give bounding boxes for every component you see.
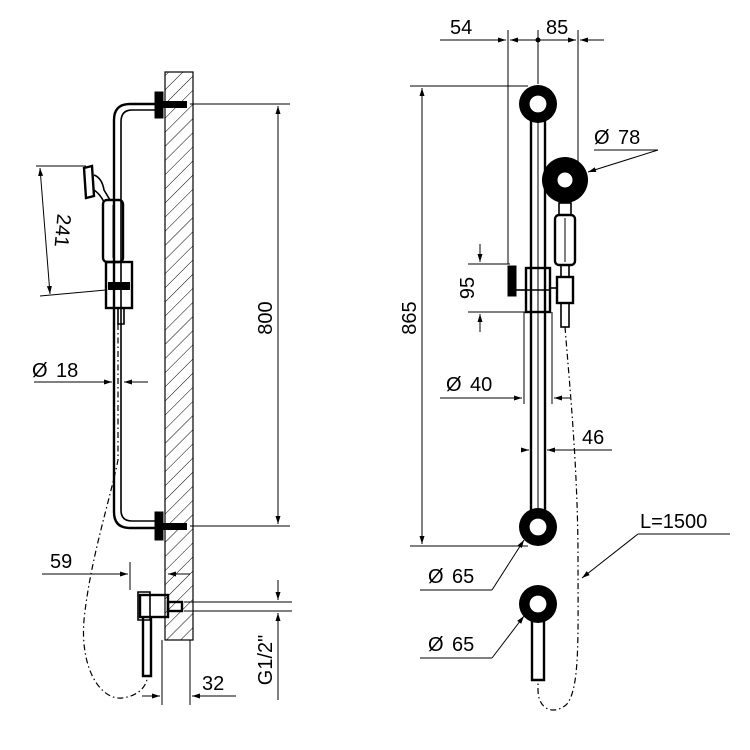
dim-65-lower-label: 65 bbox=[452, 634, 474, 656]
diameter-symbol-65-upper: Ø bbox=[428, 566, 444, 588]
dim-g12: G1/2" bbox=[184, 580, 292, 700]
top-wall-bracket-front bbox=[519, 85, 557, 123]
wall-outlet-front bbox=[519, 585, 557, 682]
dim-865: 865 bbox=[399, 85, 528, 547]
dim-865-label: 865 bbox=[399, 301, 421, 334]
side-view: 241 800 Ø 18 59 32 bbox=[32, 71, 292, 705]
dim-32-label: 32 bbox=[202, 673, 224, 695]
dim-diameter-40: Ø 40 bbox=[440, 312, 570, 404]
slider-holder-front bbox=[507, 265, 557, 314]
dim-diameter-78: Ø 78 bbox=[587, 127, 659, 173]
shower-head-front bbox=[542, 157, 588, 328]
diameter-symbol-65-lower: Ø bbox=[428, 634, 444, 656]
dim-65-upper-label: 65 bbox=[452, 566, 474, 588]
dim-54-85: 54 85 bbox=[440, 17, 604, 264]
dim-32: 32 bbox=[142, 640, 236, 705]
dim-59-label: 59 bbox=[50, 551, 72, 573]
dim-40-label: 40 bbox=[470, 374, 492, 396]
dim-diameter-65-upper: Ø 65 bbox=[420, 539, 525, 591]
dim-85-label: 85 bbox=[546, 17, 568, 39]
hose-front bbox=[537, 326, 579, 711]
slide-rail-front bbox=[529, 108, 547, 520]
dim-46: 46 bbox=[521, 427, 612, 462]
dim-800-label: 800 bbox=[255, 301, 277, 334]
hose-length-label: L=1500 bbox=[640, 511, 707, 533]
top-wall-bracket bbox=[154, 91, 187, 119]
dim-241: 241 bbox=[36, 165, 107, 297]
dim-diameter-65-lower: Ø 65 bbox=[420, 615, 525, 659]
diameter-symbol-78: Ø bbox=[594, 127, 610, 149]
dim-95: 95 bbox=[457, 244, 528, 332]
front-view: 54 85 Ø 78 95 865 bbox=[399, 17, 730, 711]
dim-g12-label: G1/2" bbox=[255, 635, 277, 685]
diameter-symbol-40: Ø bbox=[446, 374, 462, 396]
diameter-symbol-18: Ø bbox=[32, 360, 48, 382]
dim-18-label: 18 bbox=[56, 360, 78, 382]
dim-95-label: 95 bbox=[457, 277, 479, 299]
slide-rail-side bbox=[112, 102, 160, 530]
dim-46-label: 46 bbox=[582, 427, 604, 449]
dim-800: 800 bbox=[190, 103, 290, 527]
hose-length-callout: L=1500 bbox=[581, 511, 730, 579]
hose-side bbox=[82, 324, 148, 699]
hand-shower-side bbox=[82, 164, 125, 264]
bottom-wall-bracket-front bbox=[519, 508, 557, 546]
bottom-wall-bracket bbox=[154, 511, 187, 541]
dim-diameter-18: Ø 18 bbox=[32, 360, 148, 385]
dim-59: 59 bbox=[42, 551, 190, 590]
dim-241-label: 241 bbox=[50, 213, 75, 248]
dim-78-label: 78 bbox=[618, 127, 640, 149]
wall-section bbox=[164, 71, 194, 641]
slider-holder-side bbox=[104, 260, 134, 325]
dim-54-label: 54 bbox=[450, 17, 472, 39]
